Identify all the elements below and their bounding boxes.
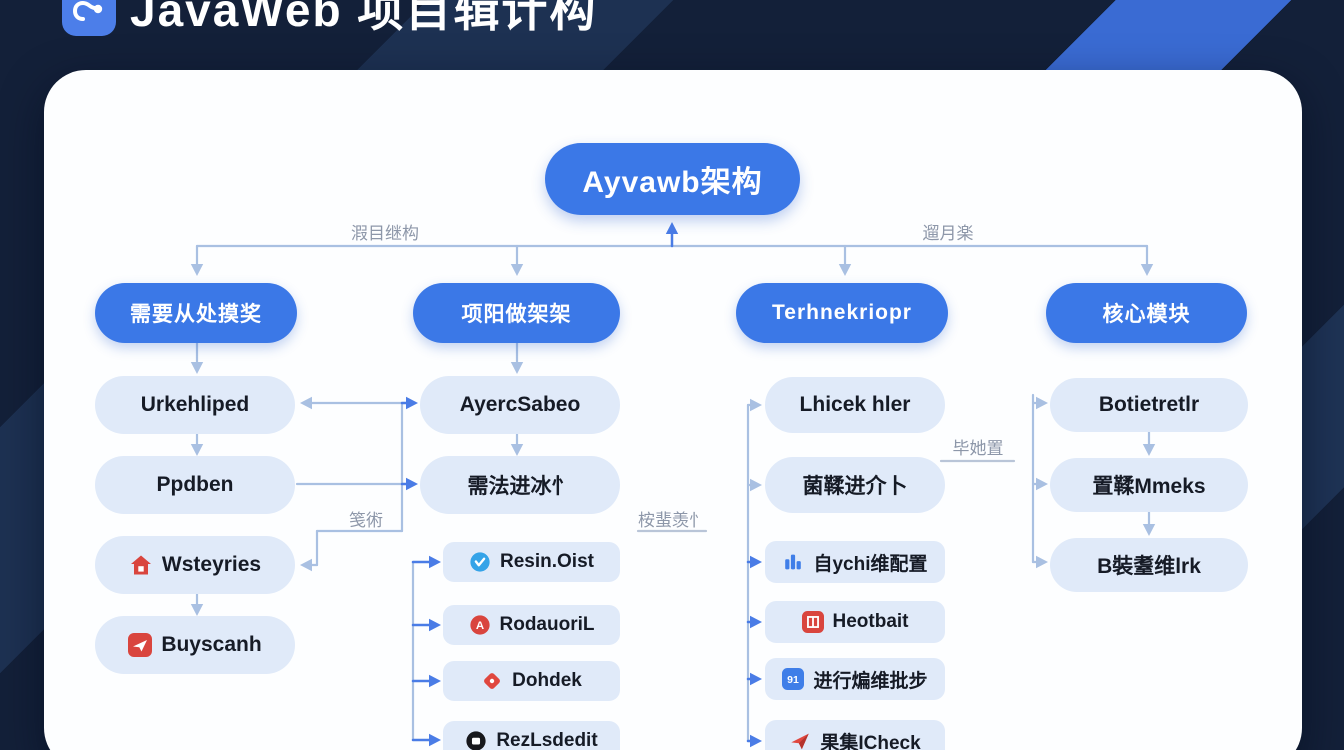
- column1-header-label: 需要从处摸奖: [130, 303, 262, 326]
- node-label: 菌鞣进介卜: [802, 475, 908, 498]
- node-label: Urkehliped: [140, 393, 250, 416]
- number-badge-icon: 91: [782, 668, 805, 690]
- node-label: 置鞣Mmeks: [1092, 475, 1206, 498]
- node-label: Buyscanh: [161, 633, 262, 656]
- grid-badge-icon: [801, 611, 824, 633]
- node-heotbait: Heotbait: [765, 601, 945, 643]
- node-label: Botietretlr: [1098, 393, 1200, 416]
- node-label: AyercSabeo: [459, 393, 581, 416]
- diamond-icon: [481, 670, 503, 692]
- edge-label-2: 桉蜚羡忄: [638, 511, 706, 530]
- chart-bars-icon: [782, 551, 804, 573]
- svg-text:A: A: [475, 620, 483, 632]
- node-wsteyries: Wsteyries: [95, 536, 295, 594]
- node-label: RezLsdedit: [496, 730, 598, 750]
- node-label: 需法进冰忄: [467, 475, 573, 498]
- edge-label-3: 毕她置: [952, 439, 1004, 458]
- root-node-label: Ayvawb架构: [582, 166, 763, 199]
- app-logo-icon: [62, 0, 116, 36]
- node-urkehliped: Urkehliped: [95, 376, 295, 434]
- paper-plane-icon: [789, 730, 811, 750]
- node-label: RodauoriL: [499, 614, 595, 635]
- node-label: 进行煸维批步: [813, 670, 928, 692]
- column3-header: Terhnekriopr: [736, 283, 948, 343]
- node-ppdben: Ppdben: [95, 456, 295, 514]
- node-bzhuang: B裝耋维lrk: [1050, 538, 1248, 592]
- node-guoji-check: 果集ICheck: [765, 720, 945, 750]
- send-badge-icon: [128, 633, 153, 657]
- node-label: 果集ICheck: [820, 732, 921, 750]
- column3-header-label: Terhnekriopr: [772, 301, 912, 324]
- node-label: Ppdben: [156, 473, 234, 496]
- node-label: Dohdek: [512, 670, 582, 691]
- node-xufajinbing: 需法进冰忄: [420, 456, 620, 514]
- node-junrou: 菌鞣进介卜: [765, 457, 945, 513]
- node-ayercsabeo: AyercSabeo: [420, 376, 620, 434]
- node-buyscanh: Buyscanh: [95, 616, 295, 674]
- node-lhicek-hler: Lhicek hler: [765, 377, 945, 433]
- branch-label-right: 遛月楽: [922, 224, 974, 243]
- node-label: Resin.Oist: [500, 551, 594, 572]
- node-label: Heotbait: [832, 611, 909, 632]
- node-dohdek: Dohdek: [443, 661, 620, 701]
- node-ychi-config: 自ychi维配置: [765, 541, 945, 583]
- svg-text:91: 91: [788, 674, 800, 686]
- node-resin-oist: Resin.Oist: [443, 542, 620, 582]
- node-label: Lhicek hler: [799, 393, 911, 416]
- node-rezlsdedit: RezLsdedit: [443, 721, 620, 750]
- check-circle-icon: [469, 551, 491, 573]
- camera-circle-icon: [465, 730, 487, 750]
- branch-label-left: 溊目继构: [351, 224, 419, 243]
- column1-header: 需要从处摸奖: [95, 283, 297, 343]
- column4-header: 核心模块: [1046, 283, 1247, 343]
- node-rodauoril: A RodauoriL: [443, 605, 620, 645]
- node-label: B裝耋维lrk: [1097, 555, 1201, 578]
- column2-header-label: 项阳做架架: [461, 303, 572, 326]
- node-label: 自ychi维配置: [813, 553, 928, 575]
- page-title: JavaWeb 项目辑计构: [130, 0, 598, 36]
- node-jinxing: 91 进行煸维批步: [765, 658, 945, 700]
- column4-header-label: 核心模块: [1102, 303, 1191, 326]
- edge-label-1: 笺術: [349, 511, 383, 530]
- node-botietretlr: Botietretlr: [1050, 378, 1248, 432]
- root-node: Ayvawb架构: [545, 143, 800, 215]
- node-zhirou-mmeks: 置鞣Mmeks: [1050, 458, 1248, 512]
- home-icon: [129, 553, 153, 577]
- link-glyph-icon: [72, 0, 103, 21]
- alert-circle-icon: A: [469, 614, 491, 636]
- column2-header: 项阳做架架: [413, 283, 620, 343]
- node-label: Wsteyries: [161, 553, 262, 576]
